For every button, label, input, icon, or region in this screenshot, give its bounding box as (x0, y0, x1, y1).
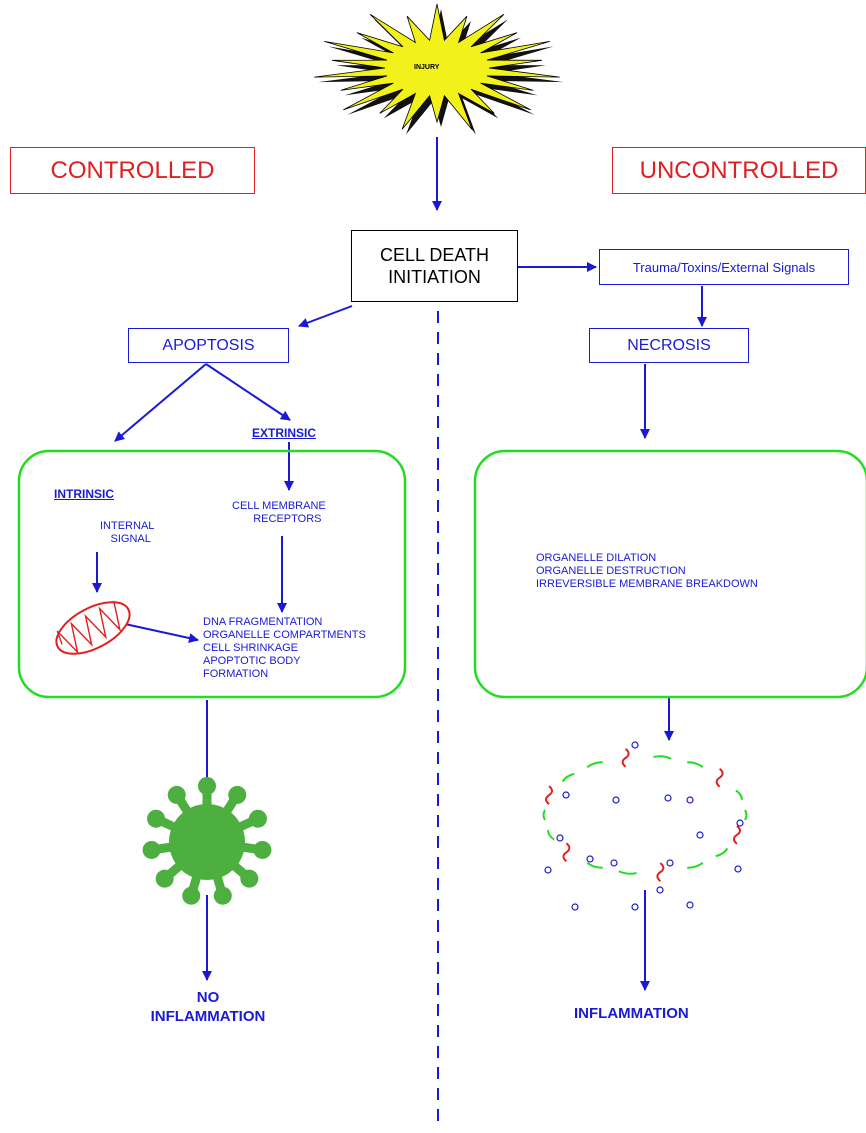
arrow-initiation-to-apoptosis (298, 305, 353, 328)
apoptosis-features-list: DNA FRAGMENTATION ORGANELLE COMPARTMENTS… (203, 616, 366, 681)
arrow-apoptosis-to-extrinsic (205, 363, 291, 421)
injury-label: INJURY (414, 64, 440, 71)
necrosis-box: NECROSIS (589, 328, 749, 363)
apoptosis-process-box (17, 449, 407, 699)
internal-signal-label: INTERNAL SIGNAL (100, 520, 155, 545)
feature-item: ORGANELLE DESTRUCTION (536, 565, 686, 577)
feature-item: DNA FRAGMENTATION (203, 616, 323, 628)
necrotic-debris-icon (542, 741, 748, 911)
necrosis-process-box (473, 449, 866, 699)
cell-death-initiation-box: CELL DEATH INITIATION (351, 230, 518, 302)
receptors-label: CELL MEMBRANE RECEPTORS (232, 500, 326, 525)
no-inflammation-label: NO INFLAMMATION (150, 989, 266, 1025)
feature-item: IRREVERSIBLE MEMBRANE BREAKDOWN (536, 578, 758, 590)
controlled-label: CONTROLLED (10, 147, 255, 194)
feature-item: ORGANELLE DILATION (536, 552, 657, 564)
feature-item: APOPTOTIC BODY (203, 655, 301, 667)
feature-item: CELL SHRINKAGE (203, 642, 298, 654)
apoptotic-cell-icon (142, 777, 272, 905)
arrow-apoptosis-to-intrinsic (114, 363, 207, 442)
inflammation-label: INFLAMMATION (574, 1005, 689, 1022)
extrinsic-label: EXTRINSIC (252, 426, 317, 440)
mitochondrion-icon (55, 600, 131, 655)
injury-burst (314, 3, 564, 135)
arrow-mito-to-features (124, 623, 199, 643)
apoptosis-box: APOPTOSIS (128, 328, 289, 363)
feature-item: FORMATION (203, 668, 269, 680)
uncontrolled-label: UNCONTROLLED (612, 147, 866, 194)
feature-item: ORGANELLE COMPARTMENTS (203, 629, 366, 641)
necrosis-features-list: ORGANELLE DILATION ORGANELLE DESTRUCTION… (536, 552, 758, 591)
arrows (92, 137, 707, 991)
trauma-box: Trauma/Toxins/External Signals (599, 249, 849, 285)
intrinsic-label: INTRINSIC (54, 487, 114, 501)
